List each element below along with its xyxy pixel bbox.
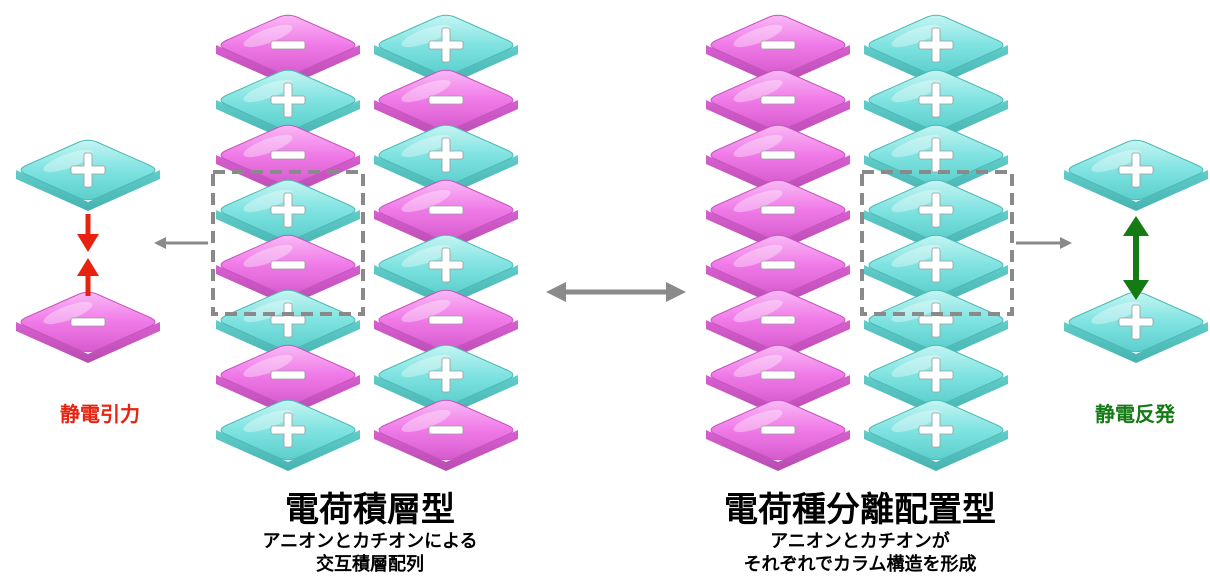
plus-sign-icon	[428, 357, 464, 393]
plus-sign-icon	[918, 357, 954, 393]
minus-sign-icon	[760, 425, 796, 435]
minus-sign-icon	[70, 317, 106, 327]
right-caption: 電荷種分離配置型 アニオンとカチオンが それぞれでカラム構造を形成	[680, 490, 1040, 576]
left-col2-tile-2	[374, 69, 518, 141]
tile-stacks	[16, 14, 1208, 471]
minus-sign-icon	[270, 370, 306, 380]
plus-sign-icon	[270, 302, 306, 338]
minus-sign-icon	[428, 95, 464, 105]
plus-sign-icon	[428, 27, 464, 63]
minus-sign-icon	[428, 205, 464, 215]
minus-sign-icon	[270, 150, 306, 160]
attraction-top-tile	[16, 139, 160, 211]
plus-sign-icon	[1118, 152, 1154, 188]
left-col2-tile-8	[374, 399, 518, 471]
right-col2-tile-8	[864, 399, 1008, 471]
right-col1-tile-1	[706, 14, 850, 86]
left-col2-tile-7	[374, 344, 518, 416]
plus-sign-icon	[918, 412, 954, 448]
minus-sign-icon	[760, 150, 796, 160]
plus-sign-icon	[918, 247, 954, 283]
left-selection-box	[211, 170, 365, 316]
plus-sign-icon	[918, 82, 954, 118]
plus-sign-icon	[270, 192, 306, 228]
minus-sign-icon	[270, 40, 306, 50]
attraction-label: 静電引力	[60, 402, 140, 426]
plus-sign-icon	[270, 82, 306, 118]
plus-sign-icon	[1118, 304, 1154, 340]
attraction-arrows-icon	[77, 214, 99, 296]
left-col1-tile-2	[216, 69, 360, 141]
left-caption: 電荷積層型 アニオンとカチオンによる 交互積層配列	[200, 490, 540, 576]
repulsion-label: 静電反発	[1095, 402, 1175, 426]
left-col2-tile-1	[374, 14, 518, 86]
plus-sign-icon	[918, 27, 954, 63]
right-selection-box	[860, 170, 1014, 316]
left-panel-subtitle-line2: 交互積層配列	[316, 554, 424, 575]
plus-sign-icon	[918, 192, 954, 228]
annotations	[77, 170, 1149, 316]
minus-sign-icon	[760, 95, 796, 105]
minus-sign-icon	[760, 370, 796, 380]
left-col1-tile-4	[216, 179, 360, 251]
right-panel-title: 電荷種分離配置型	[724, 490, 996, 530]
left-panel-subtitle-line1: アニオンとカチオンによる	[262, 531, 478, 552]
minus-sign-icon	[270, 260, 306, 270]
minus-sign-icon	[428, 315, 464, 325]
right-col2-tile-4	[864, 179, 1008, 251]
attraction-bottom-tile	[16, 291, 160, 363]
minus-sign-icon	[760, 315, 796, 325]
repulsion-top-tile	[1064, 139, 1208, 211]
right-panel-subtitle-line1: アニオンとカチオンが	[770, 531, 950, 552]
left-col1-tile-8	[216, 399, 360, 471]
repulsion-bottom-tile	[1064, 291, 1208, 363]
right-col2-tile-2	[864, 69, 1008, 141]
repulsion-arrow-icon	[1123, 216, 1149, 300]
left-col1-tile-1	[216, 14, 360, 86]
plus-sign-icon	[70, 152, 106, 188]
plus-sign-icon	[428, 247, 464, 283]
minus-sign-icon	[428, 425, 464, 435]
plus-sign-icon	[270, 412, 306, 448]
minus-sign-icon	[760, 260, 796, 270]
minus-sign-icon	[760, 205, 796, 215]
plus-sign-icon	[918, 302, 954, 338]
right-col1-tile-8	[706, 399, 850, 471]
plus-sign-icon	[428, 137, 464, 173]
plus-sign-icon	[918, 137, 954, 173]
minus-sign-icon	[760, 40, 796, 50]
left-panel-title: 電荷積層型	[285, 490, 455, 530]
right-panel-subtitle-line2: それぞれでカラム構造を形成	[743, 554, 977, 575]
